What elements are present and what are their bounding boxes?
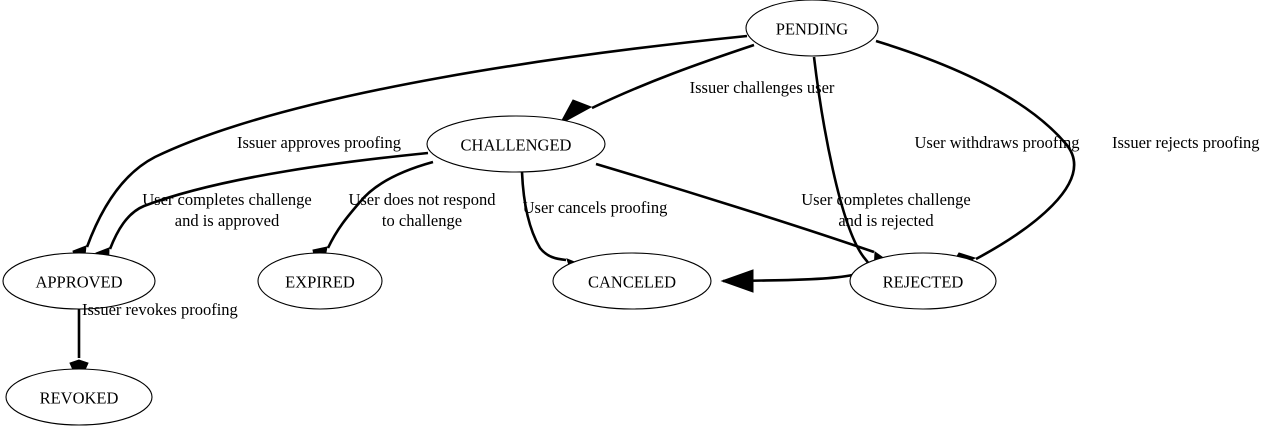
edge-label-pending-approved: Issuer approves proofing [237,133,401,152]
edge-line [875,39,1076,261]
edge-pending-canceled [720,56,870,293]
node-label-approved: APPROVED [35,273,122,292]
node-ellipse-expired[interactable] [257,252,383,310]
node-label-pending: PENDING [776,20,848,39]
node-label-expired: EXPIRED [285,273,355,292]
node-label-canceled: CANCELED [588,273,676,292]
edge-line [595,162,875,254]
edge-label-line: Issuer revokes proofing [82,300,238,319]
node-ellipse-approved[interactable] [2,252,156,310]
node-label-rejected: REJECTED [883,273,964,292]
edge-pending-rejected [875,39,1076,277]
edge-label-line: to challenge [382,211,462,230]
node-ellipse-challenged[interactable] [426,115,606,173]
edge-label-challenged-rejected: User completes challenge and is rejected [801,190,971,230]
edge-label-line: Issuer rejects proofing [1112,133,1260,152]
edge-label-challenged-expired: User does not respond to challenge [348,190,496,230]
edge-label-line: and is rejected [838,211,934,230]
node-ellipse-pending[interactable] [745,0,879,57]
edge-label-line: User does not respond [348,190,496,209]
edge-pending-challenged [558,43,755,126]
edge-label-challenged-canceled: User cancels proofing [523,198,668,217]
edge-line [722,56,870,283]
edge-label-line: Issuer approves proofing [237,133,401,152]
edge-label-line: User completes challenge [801,190,971,209]
edge-label-line: and is approved [175,211,280,230]
edge-label-line: User cancels proofing [523,198,668,217]
edge-line [520,171,567,262]
edge-label-line: User completes challenge [142,190,312,209]
node-label-revoked: REVOKED [40,389,119,408]
node-approved[interactable]: APPROVED [2,252,156,310]
node-rejected[interactable]: REJECTED [849,252,997,310]
node-canceled[interactable]: CANCELED [552,252,712,310]
edge-pending-approved [72,34,748,284]
edge-line [591,43,755,110]
edge-label-approved-revoked: Issuer revokes proofing [82,300,238,319]
edge-label-pending-rejected: Issuer rejects proofing [1112,133,1260,152]
edge-label-line: Issuer challenges user [690,78,835,97]
node-ellipse-rejected[interactable] [849,252,997,310]
node-pending[interactable]: PENDING [745,0,879,57]
nodes-layer: PENDING CHALLENGED APPROVED EXPIRED CANCELED… [2,0,997,426]
edge-line [85,34,748,248]
node-ellipse-canceled[interactable] [552,252,712,310]
arrowhead-icon [720,269,754,293]
node-challenged[interactable]: CHALLENGED [426,115,606,173]
edge-line [326,160,434,249]
edge-label-challenged-approved: User completes challenge and is approved [142,190,312,230]
node-ellipse-revoked[interactable] [5,368,153,426]
edge-line [108,151,429,250]
node-label-challenged: CHALLENGED [461,136,572,155]
edge-label-line: User withdraws proofing [915,133,1080,152]
edge-label-pending-challenged: Issuer challenges user [690,78,835,97]
arrowhead-icon [558,99,593,126]
edge-label-pending-canceled: User withdraws proofing [915,133,1080,152]
node-revoked[interactable]: REVOKED [5,368,153,426]
node-expired[interactable]: EXPIRED [257,252,383,310]
